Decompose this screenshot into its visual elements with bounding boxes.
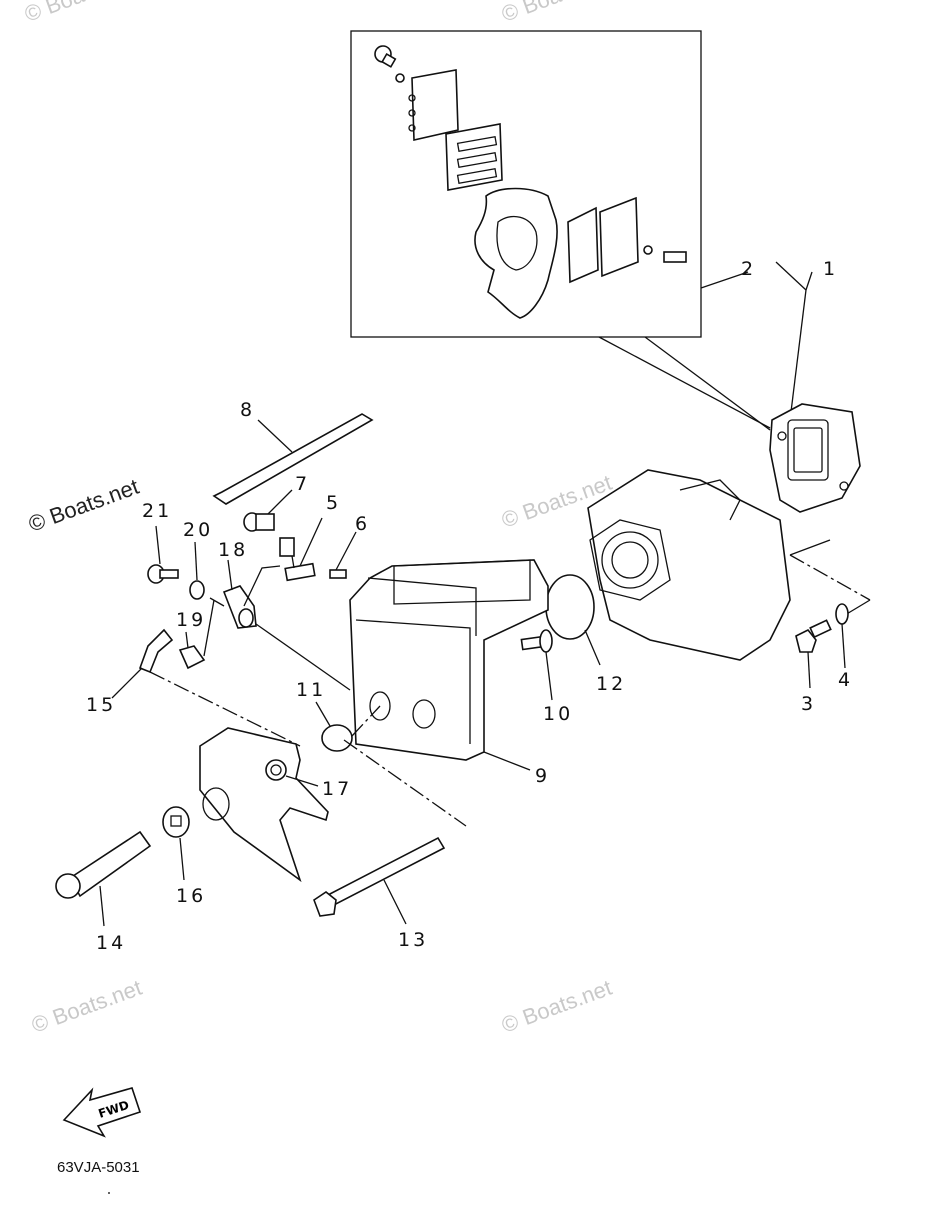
watermark-mid-left: © Boats.net [25, 474, 142, 537]
callout-7: 7 [295, 473, 310, 495]
callout-8: 8 [240, 399, 255, 421]
callout-19: 19 [176, 609, 206, 631]
inset-screw-right [663, 251, 687, 263]
part-14-handle [55, 830, 152, 899]
part-9-silencer [349, 559, 549, 761]
callout-4: 4 [838, 669, 853, 691]
callout-10: 10 [543, 703, 573, 725]
callout-6: 6 [355, 513, 370, 535]
lower-cowling-segment [199, 727, 329, 883]
part-10-bolt [520, 629, 553, 653]
inset-valve-body [474, 187, 558, 319]
part-4-washer [835, 603, 849, 625]
callout-1: 1 [823, 258, 838, 280]
inset-stopper-plate [411, 69, 459, 141]
diagram-code: 63VJA-5031 [57, 1159, 140, 1176]
part-3-bolt [795, 619, 832, 653]
callout-5: 5 [326, 492, 341, 514]
inset-frame [350, 30, 702, 338]
part-16-grommet [162, 806, 190, 838]
part-17-grommet [265, 759, 287, 781]
callout-20: 20 [183, 519, 213, 541]
callout-14: 14 [96, 932, 126, 954]
part-6-pin [329, 569, 347, 579]
callout-17: 17 [322, 778, 352, 800]
callout-11: 11 [296, 679, 326, 701]
watermark-bottom-left: © Boats.net [28, 975, 145, 1038]
crankcase-intake-body [587, 469, 791, 661]
watermark-top-left: © Boats.net [21, 0, 138, 27]
callout-21: 21 [142, 500, 172, 522]
callout-18: 18 [218, 539, 248, 561]
inset-reed-plate-right [567, 206, 599, 284]
callout-12: 12 [596, 673, 626, 695]
watermark-bottom-center: © Boats.net [498, 975, 615, 1038]
callout-16: 16 [176, 885, 206, 907]
inset-screw-top [374, 45, 405, 83]
part-18-bracket [222, 585, 257, 629]
part-8-hose [212, 413, 374, 505]
part-15-hose [138, 628, 174, 674]
part-11-plug [321, 724, 353, 752]
callout-3: 3 [801, 693, 816, 715]
part-1-reed-valve-assembly [769, 403, 861, 513]
part-20-washer [189, 580, 205, 600]
watermark-top-center: © Boats.net [498, 0, 615, 27]
part-12-gasket [545, 574, 595, 640]
callout-13: 13 [398, 929, 428, 951]
fwd-arrow-icon: FWD [62, 1087, 142, 1138]
inset-stopper-right [599, 196, 639, 278]
part-21-screw [147, 564, 179, 584]
part-5-connector [279, 537, 316, 582]
part-13-long-bolt [313, 836, 446, 917]
callout-2: 2 [741, 258, 756, 280]
callout-15: 15 [86, 694, 116, 716]
reed-valve-inset [350, 30, 702, 338]
callout-9: 9 [535, 765, 550, 787]
part-7-fitting [243, 512, 275, 532]
part-19-clip [178, 645, 206, 670]
